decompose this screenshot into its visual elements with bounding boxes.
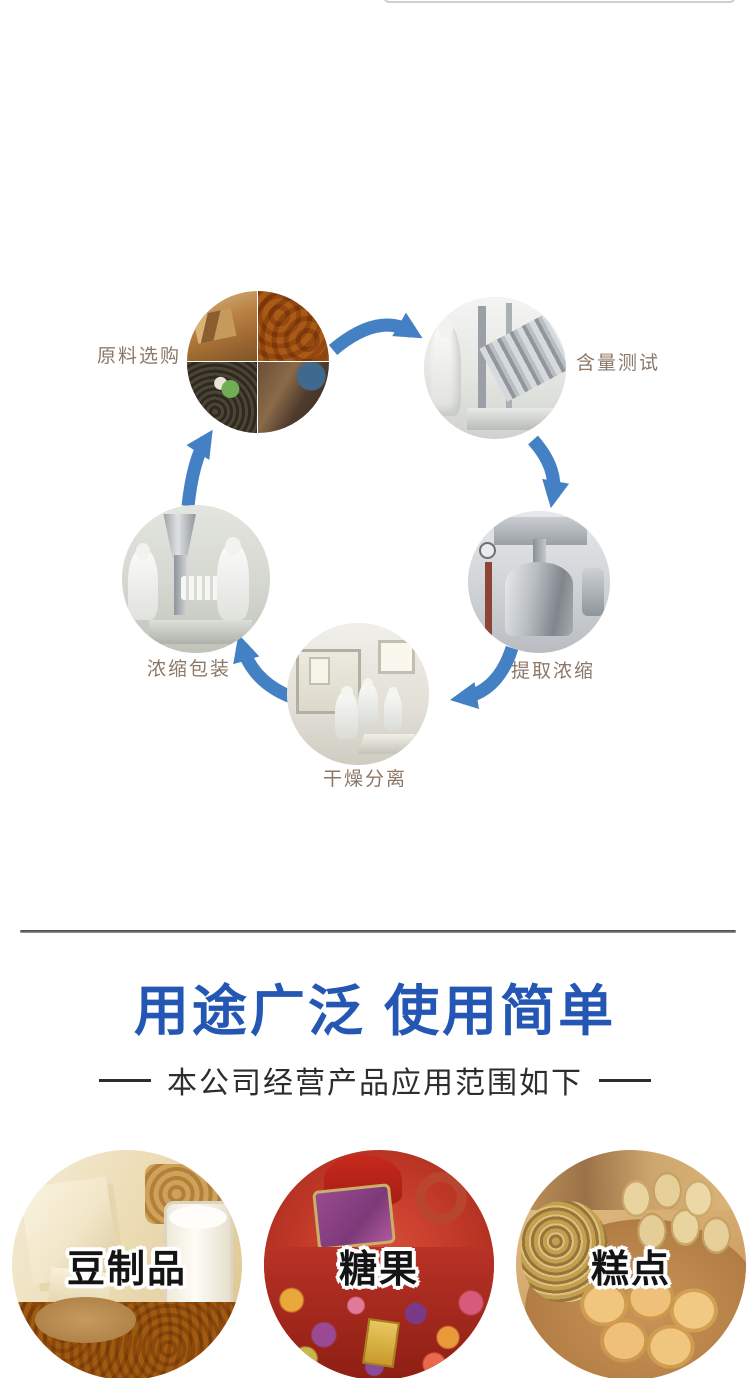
cleanroom-window [377,640,415,675]
collage-produce-photo [187,362,258,433]
collage-herbs-photo [258,362,329,433]
step-label-drying: 干燥分离 [323,769,408,790]
subtitle-dash-right [599,1078,651,1082]
section-divider [20,930,736,933]
step-label-packaging: 浓缩包装 [147,659,232,680]
arrow-step1-to-step2 [328,312,423,356]
category-label-candy: 糖果 [338,1249,419,1291]
usage-section-title: 用途广泛 使用简单 [133,980,617,1042]
step-label-extraction: 提取浓缩 [511,661,596,682]
worker-figure [216,536,250,621]
worker-figure [383,687,402,731]
photo-drying-separation [287,623,429,765]
arrow-step3-to-step4 [449,645,519,709]
sesame-pastries [608,1168,737,1270]
photo-concentration-packaging [122,505,270,653]
collage-market-photo [187,291,258,362]
worker-figure [127,542,158,621]
subtitle-text: 本公司经营产品应用范围如下 [167,1067,583,1100]
photo-content-testing [424,297,566,439]
category-soy-products: 豆制品 [12,1150,242,1378]
production-cycle-diagram: 原料选购 含量测试 提取浓缩 干燥分离 浓缩包装 [0,0,750,900]
step-label-content-testing: 含量测试 [576,353,661,374]
photo-extraction-concentration [468,511,610,653]
category-label-pastries: 糕点 [590,1249,671,1291]
arrow-step5-to-step1 [181,429,213,507]
pressure-gauge [479,542,497,560]
category-pastries: 糕点 [516,1150,746,1378]
category-candy: 糖果 [264,1150,494,1378]
category-label-soy-products: 豆制品 [66,1249,187,1291]
photo-raw-material-selection [187,291,329,433]
steel-tank [504,562,574,636]
collage-cookies-photo [258,291,329,362]
worker-figure [335,686,358,740]
subtitle-dash-left [99,1078,151,1082]
usage-section-subtitle: 本公司经营产品应用范围如下 [0,1058,750,1102]
step-label-raw-material: 原料选购 [97,346,182,367]
golden-pastries [571,1274,737,1376]
technician-figure [429,316,461,417]
worker-figure [358,678,378,726]
arrow-step2-to-step3 [528,435,570,509]
